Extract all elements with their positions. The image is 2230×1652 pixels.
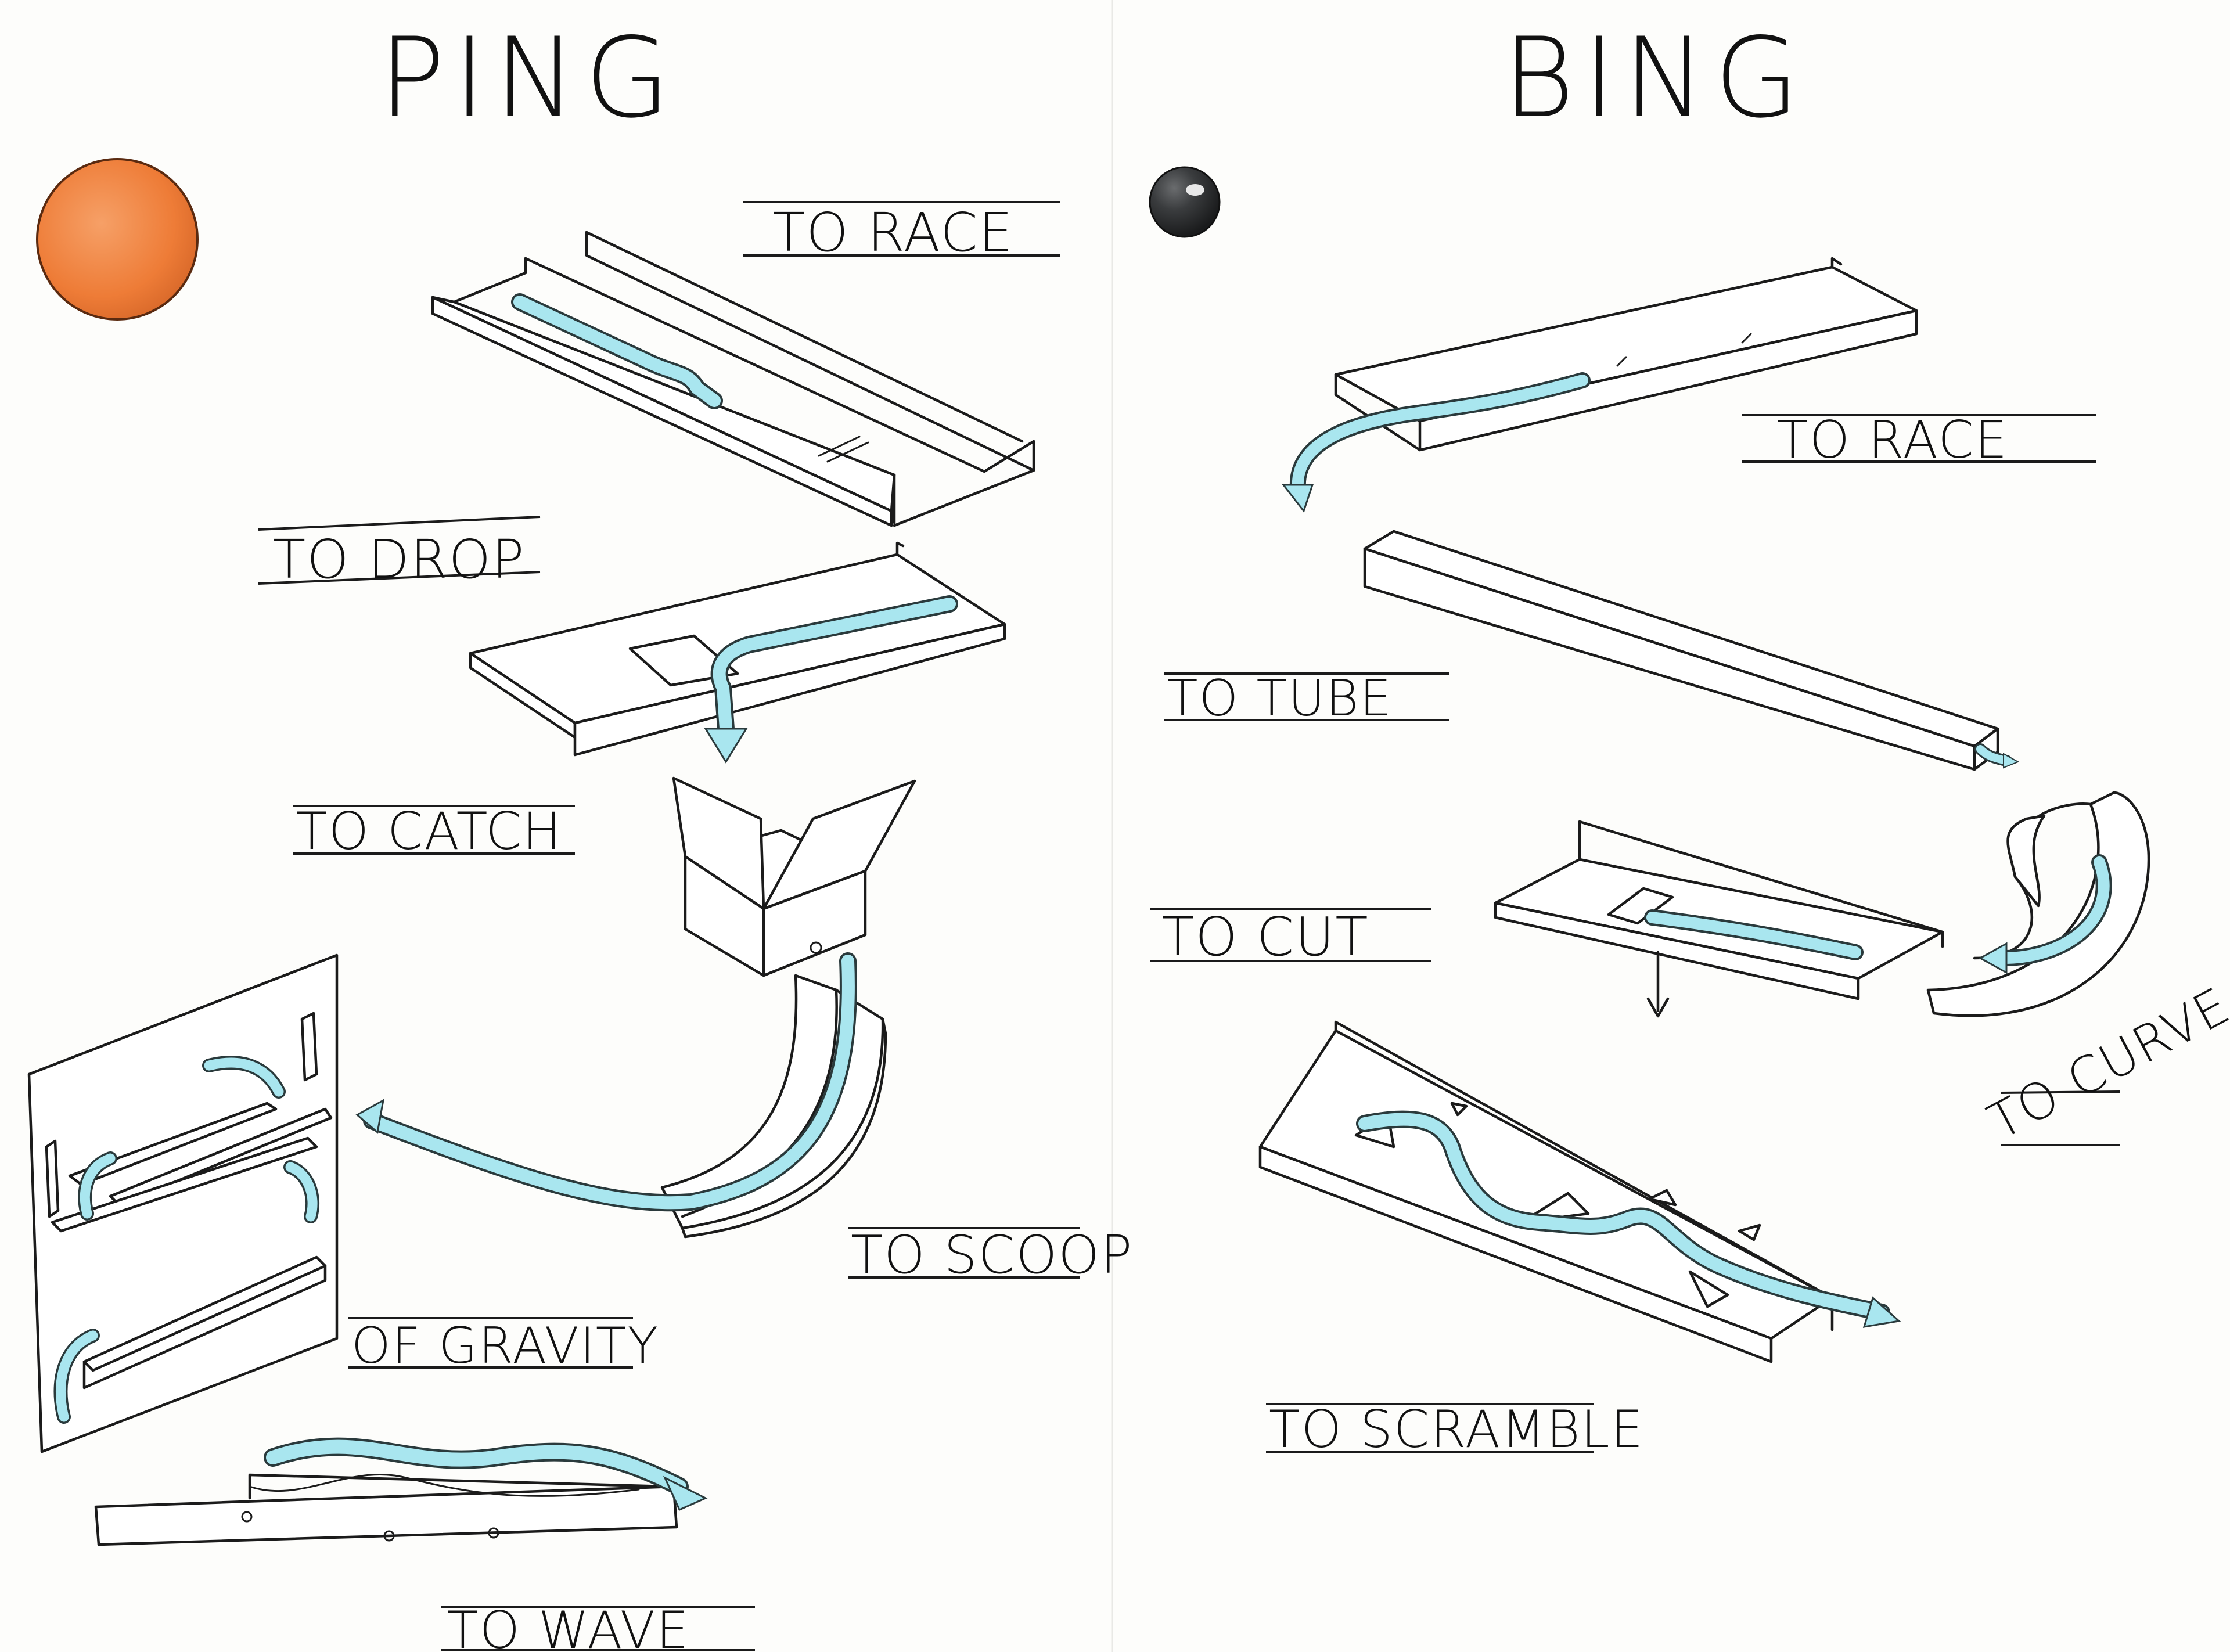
- cut-piece: [1494, 820, 1944, 1000]
- gravity-flows: [53, 1056, 320, 1424]
- race-channel-right: [1334, 257, 1918, 452]
- label-to-tube: TO TUBE: [1164, 670, 1449, 728]
- ping-title: PING: [379, 14, 678, 142]
- tube-piece: [1363, 530, 1999, 771]
- scoop-flow: [355, 952, 857, 1212]
- orange-ball-icon: [36, 158, 199, 321]
- svg-text:TO CUT: TO CUT: [1161, 906, 1369, 968]
- scramble-flow: [1356, 1110, 1901, 1328]
- gravity-board: [27, 953, 339, 1453]
- bing-title: BING: [1502, 14, 1808, 142]
- race-channel-left: [431, 231, 1035, 527]
- cut-flow: [1644, 909, 1864, 1018]
- svg-text:TO WAVE: TO WAVE: [447, 1600, 690, 1652]
- svg-text:TO RACE: TO RACE: [1777, 410, 2008, 470]
- label-to-catch: TO CATCH: [293, 801, 575, 861]
- svg-text:TO CATCH: TO CATCH: [296, 801, 562, 861]
- race-flow-right: [1281, 372, 1591, 513]
- curve-piece: [1926, 791, 2150, 1017]
- tube-flow: [1974, 743, 2020, 769]
- drop-flow: [704, 595, 958, 764]
- svg-text:TO SCOOP: TO SCOOP: [851, 1225, 1133, 1286]
- wave-flow: [264, 1437, 708, 1511]
- label-to-scoop: TO SCOOP: [848, 1225, 1133, 1286]
- label-to-wave: TO WAVE: [441, 1600, 755, 1652]
- label-to-race-left: TO RACE: [743, 201, 1060, 264]
- race-flow-left: [511, 293, 723, 409]
- curve-flow: [1978, 854, 2112, 974]
- catch-box: [672, 776, 916, 977]
- wave-track: [94, 1473, 678, 1546]
- black-ball-icon: [1149, 166, 1221, 238]
- label-to-drop: TO DROP: [258, 516, 541, 591]
- scramble-piece: [1258, 1020, 1834, 1363]
- label-to-scramble: TO SCRAMBLE: [1266, 1399, 1644, 1459]
- svg-text:TO RACE: TO RACE: [772, 201, 1014, 264]
- svg-text:OF GRAVITY: OF GRAVITY: [351, 1317, 659, 1375]
- label-to-race-right: TO RACE: [1742, 410, 2096, 470]
- label-of-gravity: OF GRAVITY: [348, 1317, 659, 1375]
- label-to-cut: TO CUT: [1150, 906, 1431, 968]
- svg-text:TO DROP: TO DROP: [273, 528, 526, 591]
- svg-text:TO TUBE: TO TUBE: [1167, 670, 1393, 728]
- svg-text:TO SCRAMBLE: TO SCRAMBLE: [1269, 1399, 1644, 1459]
